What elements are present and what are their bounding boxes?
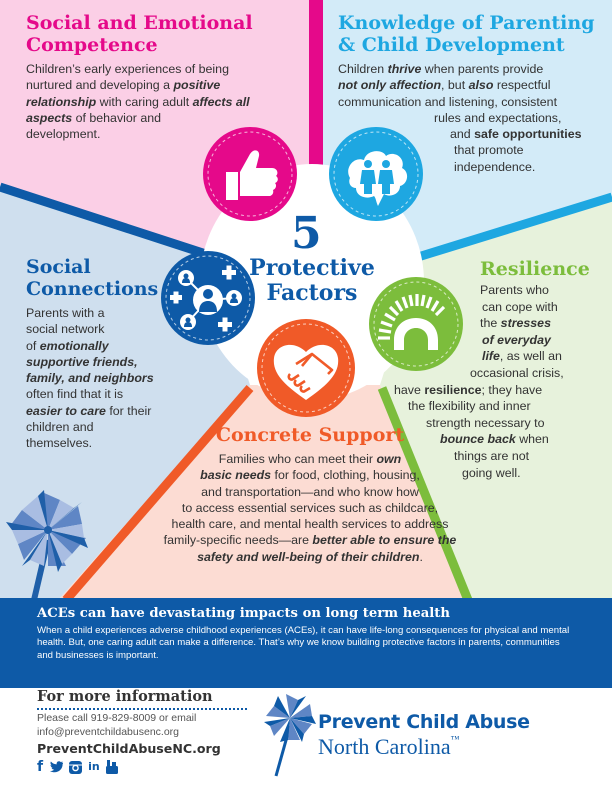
youtube-icon[interactable] (105, 760, 118, 774)
section-body: Children’s early experiences of being nu… (26, 62, 250, 142)
social-network-icon (161, 251, 255, 345)
section-body: Parents who can cope with the stresses o… (394, 283, 564, 480)
center-line1: Protective (249, 255, 375, 281)
band-text: When a child experiences adverse childho… (37, 625, 570, 661)
section-title: Concrete Support (215, 424, 405, 446)
band-title: ACEs can have devastating impacts on lon… (37, 606, 450, 621)
section-knowledge-parenting: Knowledge of Parenting & Child Developme… (338, 12, 608, 175)
linkedin-icon[interactable]: in (88, 760, 100, 773)
logo-subtitle: North Carolina™ (318, 734, 460, 759)
section-social-emotional: Social and Emotional Competence Children… (26, 12, 306, 142)
contact-phone: Please call 919-829-8009 or email (37, 712, 197, 724)
section-title: Resilience (480, 258, 590, 280)
slinky-spring-icon (369, 277, 463, 371)
section-title: Knowledge of Parenting & Child Developme… (338, 12, 595, 56)
aces-info-band: ACEs can have devastating impacts on lon… (0, 598, 612, 688)
thumbs-up-icon (203, 127, 297, 221)
section-social-connections: Social Connections Parents with a social… (26, 256, 201, 452)
dotted-divider (37, 708, 247, 710)
facebook-icon[interactable]: f (37, 759, 44, 775)
section-resilience: Resilience Parents who can cope with the… (394, 258, 610, 481)
parent-child-thought-icon (329, 127, 423, 221)
website-link[interactable]: PreventChildAbuseNC.org (37, 741, 221, 756)
section-title: Social and Emotional Competence (26, 12, 253, 56)
twitter-icon[interactable] (49, 761, 64, 773)
center-line2: Factors (266, 280, 358, 306)
contact-info: Please call 919-829-8009 or email info@p… (37, 712, 196, 739)
section-body: Parents with a social network of emotion… (26, 306, 154, 451)
social-links: f in (37, 760, 118, 774)
section-body: Children thrive when parents provide not… (338, 62, 582, 174)
section-title: Social Connections (26, 256, 159, 300)
section-concrete-support: Concrete Support Families who can meet t… (130, 424, 490, 565)
center-number: 5 (291, 208, 322, 259)
instagram-icon[interactable] (69, 760, 83, 774)
logo-title: Prevent Child Abuse (318, 711, 530, 733)
contact-email[interactable]: info@preventchildabusenc.org (37, 725, 179, 738)
section-body: Families who can meet their own basic ne… (163, 452, 457, 564)
heart-handshake-icon (257, 319, 355, 417)
pinwheel-logo-icon (264, 694, 316, 777)
pinwheel-icon (6, 490, 88, 601)
more-info-title: For more information (37, 688, 213, 705)
